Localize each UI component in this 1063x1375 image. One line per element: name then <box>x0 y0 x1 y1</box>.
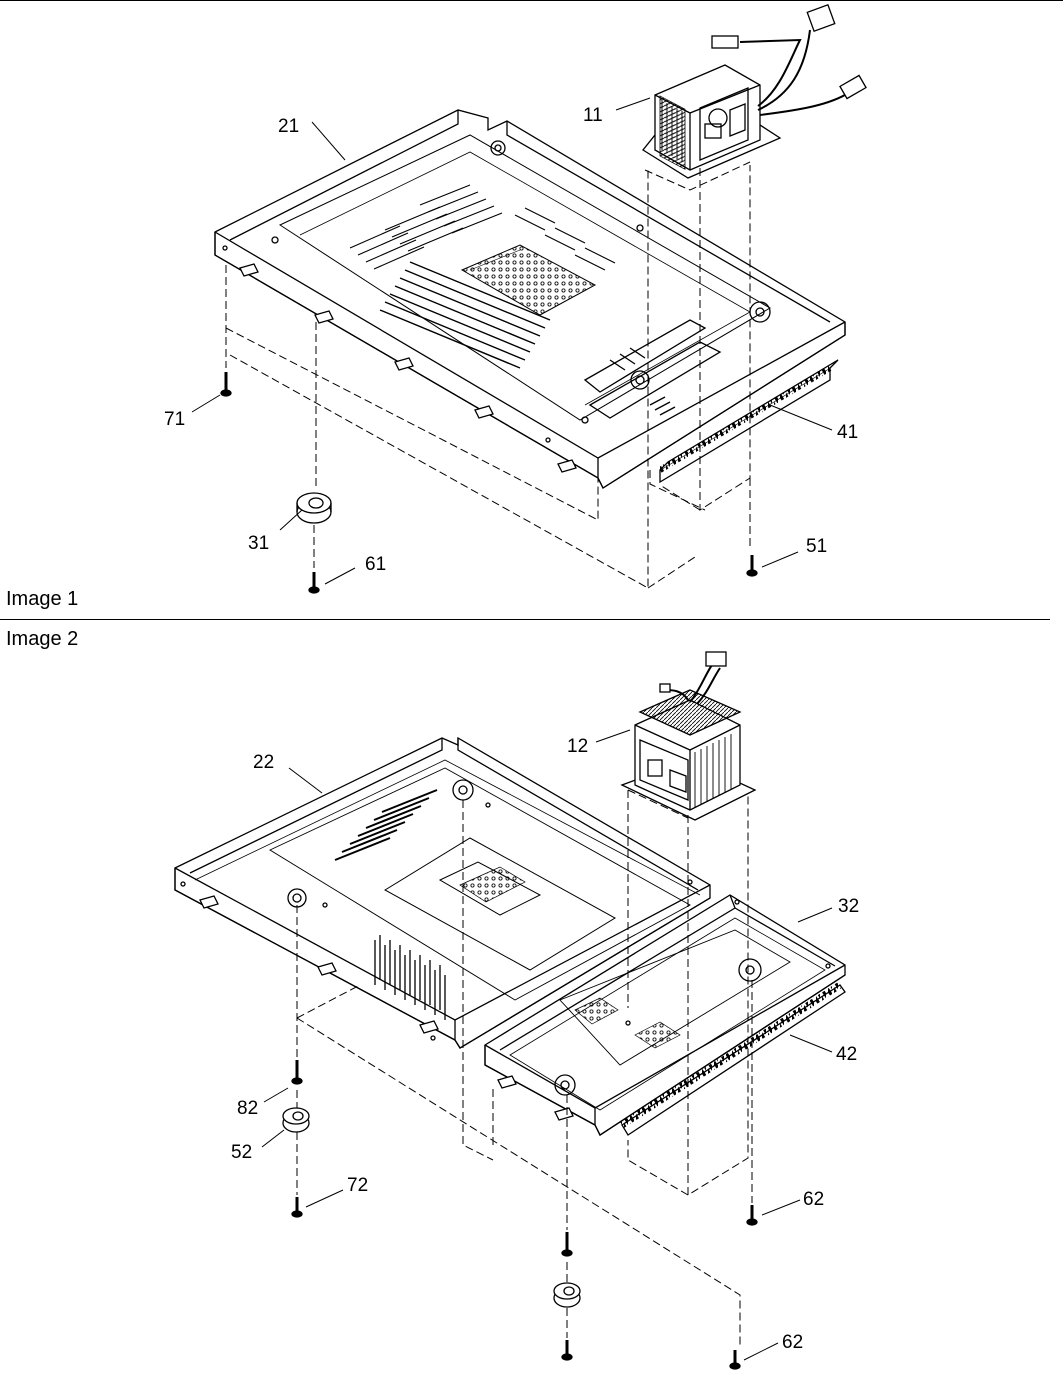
screw-71 <box>220 372 232 397</box>
screw-51 <box>746 555 758 577</box>
callout-72: 72 <box>347 1175 368 1196</box>
transformer-11 <box>642 4 867 179</box>
callouts-2: 12 22 32 42 82 52 72 62 62 <box>231 736 859 1353</box>
callout-82: 82 <box>237 1098 258 1119</box>
callout-32: 32 <box>838 896 859 917</box>
assembly-guide-lines-2 <box>296 789 753 1345</box>
callout-11: 11 <box>583 105 603 126</box>
base-plate-32 <box>484 894 846 1136</box>
choke-strip-42 <box>620 982 846 1136</box>
screw-61 <box>308 572 320 594</box>
choke-strip-41 <box>658 359 839 484</box>
callout-51: 51 <box>806 536 827 557</box>
foot-52 <box>282 1107 310 1133</box>
screw-unlabeled-b <box>561 1340 573 1361</box>
screw-62-a <box>746 1205 758 1226</box>
leader-lines-1 <box>191 97 833 585</box>
callout-22: 22 <box>253 752 274 773</box>
base-plate-21 <box>214 109 846 489</box>
callouts-1: 11 21 71 41 31 61 51 <box>164 105 858 575</box>
base-plate-22 <box>174 736 711 1049</box>
panel-2-drawing <box>174 651 846 1370</box>
screw-82 <box>291 1060 303 1085</box>
screw-unlabeled-a <box>561 1232 573 1257</box>
panel-1-caption: Image 1 <box>6 588 79 610</box>
foot-unlabeled <box>553 1282 581 1308</box>
callout-61: 61 <box>365 554 386 575</box>
vent-slots-22-upper <box>334 789 438 861</box>
callout-21: 21 <box>278 116 299 137</box>
screw-72 <box>291 1197 303 1218</box>
panel-divider-line <box>0 619 1050 620</box>
callout-62-a: 62 <box>803 1189 824 1210</box>
callout-31: 31 <box>248 533 269 554</box>
top-border-line <box>0 0 1063 1</box>
callout-62-b: 62 <box>782 1332 803 1353</box>
panel-2-caption: Image 2 <box>6 628 79 650</box>
assembly-guide-lines-1 <box>225 161 751 589</box>
callout-42: 42 <box>836 1044 857 1065</box>
transformer-12 <box>620 651 757 821</box>
callout-71: 71 <box>164 409 185 430</box>
panel-1-drawing <box>191 4 867 594</box>
screw-62-b <box>729 1350 741 1370</box>
vent-slots-upper <box>349 184 616 271</box>
vent-slots-lower <box>379 261 551 369</box>
leader-lines-2 <box>261 729 833 1361</box>
vent-slots-22-lower <box>374 935 446 1020</box>
callout-52: 52 <box>231 1142 252 1163</box>
callout-41: 41 <box>837 422 858 443</box>
callout-12: 12 <box>567 736 588 757</box>
foot-31 <box>296 492 332 524</box>
